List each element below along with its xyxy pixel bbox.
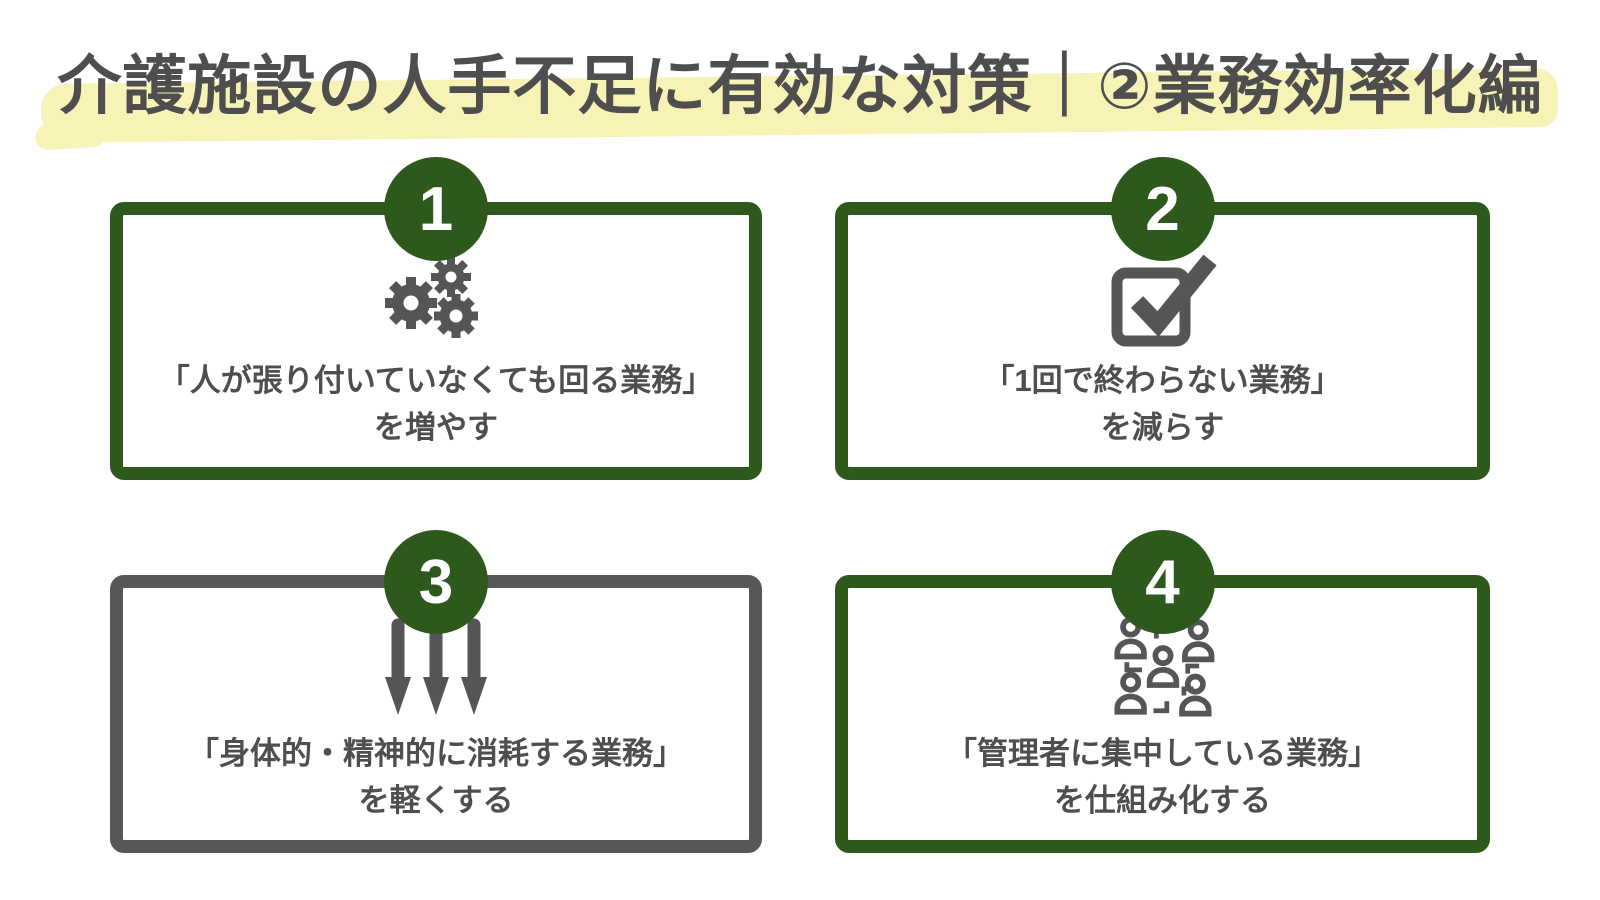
card-step-1: 1 <box>110 157 762 480</box>
card-4-line2: を仕組み化する <box>1053 782 1271 818</box>
card-3-text: 「身体的・精神的に消耗する業務」 を軽くする <box>188 731 684 824</box>
title-row: 介護施設の人手不足に有効な対策｜②業務効率化編 <box>0 0 1600 143</box>
card-2-line2: を減らす <box>1100 409 1225 445</box>
checkbox-check-icon <box>1107 246 1219 348</box>
card-3-line2: を軽くする <box>358 782 514 818</box>
step-1-number-badge: 1 <box>384 157 488 261</box>
card-step-3: 3 「身体的・精神的に消耗する業務」 を軽くする <box>110 530 762 853</box>
triple-down-arrows-icon <box>384 617 488 721</box>
step-3-number-badge: 3 <box>384 530 488 634</box>
card-2-text: 「1回で終わらない業務」 を減らす <box>983 358 1341 451</box>
card-step-2: 2 「1回で終わらない業務」 を減らす <box>835 157 1490 480</box>
gears-icon <box>384 252 488 348</box>
step-1-number: 1 <box>418 174 454 244</box>
step-2-number: 2 <box>1145 174 1180 244</box>
card-3-line1: 「身体的・精神的に消耗する業務」 <box>188 736 684 771</box>
card-step-4: 4 <box>835 530 1490 853</box>
card-1-line2: を増やす <box>374 409 498 445</box>
title-area: 介護施設の人手不足に有効な対策｜②業務効率化編 <box>41 48 1559 143</box>
step-2-number-badge: 2 <box>1110 157 1215 261</box>
step-4-number: 4 <box>1145 547 1180 617</box>
step-4-number-badge: 4 <box>1110 530 1215 634</box>
card-4-line1: 「管理者に集中している業務」 <box>945 736 1380 771</box>
card-1-text: 「人が張り付いていなくても回る業務」 を増やす <box>159 358 714 451</box>
card-1-line1: 「人が張り付いていなくても回る業務」 <box>158 363 714 398</box>
step-3-number: 3 <box>418 547 454 617</box>
card-2-line1: 「1回で終わらない業務」 <box>983 363 1342 398</box>
card-4-text: 「管理者に集中している業務」 を仕組み化する <box>946 731 1379 824</box>
page-title: 介護施設の人手不足に有効な対策｜②業務効率化編 <box>57 50 1543 122</box>
